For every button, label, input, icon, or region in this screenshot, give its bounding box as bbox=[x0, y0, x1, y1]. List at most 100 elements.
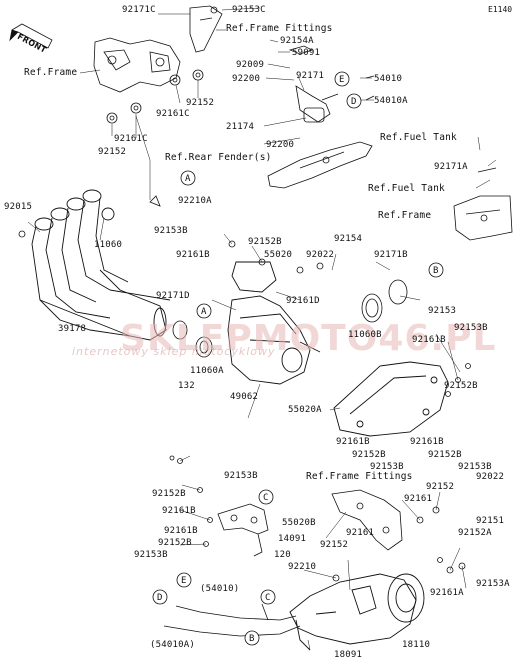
part-label: 92171B bbox=[374, 250, 408, 260]
leader-lines-lower bbox=[179, 233, 467, 651]
frame-bracket-top bbox=[93, 5, 223, 93]
part-label: 11060 bbox=[94, 240, 123, 250]
part-label: 92152 bbox=[426, 482, 455, 492]
part-label: 92152 bbox=[320, 540, 349, 550]
part-label: 92161C bbox=[156, 109, 190, 119]
bolts-and-washers bbox=[18, 230, 471, 582]
control-cables bbox=[149, 195, 301, 637]
part-label: 54010A bbox=[374, 96, 408, 106]
heat-guard bbox=[333, 361, 449, 437]
callout-circle-a-top bbox=[180, 170, 196, 186]
part-label: 55020B bbox=[282, 518, 316, 528]
part-label: 92153B bbox=[224, 471, 258, 481]
part-label: 92152B bbox=[444, 381, 478, 391]
ref-label: Ref.Frame bbox=[378, 210, 432, 221]
callout-e-low: E bbox=[181, 576, 187, 586]
frame-right bbox=[453, 167, 513, 241]
part-label: 92210A bbox=[178, 196, 212, 206]
callout-circle-d-top bbox=[346, 93, 362, 109]
part-label: 21174 bbox=[226, 122, 255, 132]
callout-circle-e-top bbox=[334, 71, 350, 87]
part-label: 92153C bbox=[232, 5, 266, 15]
part-label: 92152B bbox=[428, 450, 462, 460]
part-label: 92153B bbox=[154, 226, 188, 236]
part-label: 39178 bbox=[58, 324, 87, 334]
part-label: 92153B bbox=[134, 550, 168, 560]
callout-d-low: D bbox=[157, 593, 163, 603]
callout-b-mid: B bbox=[433, 266, 439, 276]
part-label: 92009 bbox=[236, 60, 265, 70]
callout-markers bbox=[152, 71, 444, 646]
part-label: 92153B bbox=[458, 462, 492, 472]
part-label: 92161B bbox=[176, 250, 210, 260]
callout-circle-b-mid bbox=[428, 262, 444, 278]
watermark: SKLEPMOTO46.PL bbox=[120, 318, 497, 359]
rear-fender bbox=[267, 141, 373, 189]
front-arrow-icon bbox=[9, 23, 53, 49]
part-label: 14091 bbox=[278, 534, 307, 544]
part-label: 92151 bbox=[476, 516, 505, 526]
part-label: 18110 bbox=[402, 640, 431, 650]
part-label: 92015 bbox=[4, 202, 33, 212]
part-label: 11060A bbox=[190, 366, 224, 376]
part-label: 92152B bbox=[248, 237, 282, 247]
part-label: 18091 bbox=[334, 650, 363, 660]
ref-label: Ref.Rear Fender(s) bbox=[165, 152, 272, 163]
part-label: 92171D bbox=[156, 291, 190, 301]
ref-label: Ref.Frame bbox=[24, 67, 78, 78]
ref-label: Ref.Frame Fittings bbox=[306, 471, 413, 482]
part-label: 92161C bbox=[114, 134, 148, 144]
part-label: 92152B bbox=[152, 489, 186, 499]
callout-e-top: E bbox=[339, 75, 345, 85]
bracket-lower-left bbox=[217, 503, 269, 557]
part-label: 92161B bbox=[412, 335, 446, 345]
part-label: 92171C bbox=[122, 5, 156, 15]
callout-a-mid: A bbox=[201, 307, 207, 317]
callout-c-mid: C bbox=[263, 493, 269, 503]
part-label: 92153A bbox=[476, 579, 510, 589]
part-label: 92153B bbox=[454, 323, 488, 333]
part-label: 92161D bbox=[286, 296, 320, 306]
muffler bbox=[289, 573, 425, 651]
part-label: 92022 bbox=[306, 250, 335, 260]
part-label: 55020 bbox=[264, 250, 293, 260]
part-label: 92153B bbox=[370, 462, 404, 472]
part-label: (54010A) bbox=[150, 640, 195, 650]
callout-circle-c-mid bbox=[258, 489, 274, 505]
callout-a-top: A bbox=[185, 174, 191, 184]
part-label: 92152B bbox=[352, 450, 386, 460]
part-label: 92152B bbox=[158, 538, 192, 548]
part-label: 92200 bbox=[266, 140, 295, 150]
ref-label: Ref.Fuel Tank bbox=[368, 183, 445, 194]
part-label: 11060B bbox=[348, 330, 382, 340]
callout-c-low: C bbox=[265, 593, 271, 603]
exhaust-header-pipes bbox=[31, 189, 171, 341]
part-label: 92171A bbox=[434, 162, 468, 172]
callout-circle-e-low bbox=[176, 572, 192, 588]
part-label: 92022 bbox=[476, 472, 505, 482]
callout-circle-a-mid bbox=[196, 303, 212, 319]
callout-circle-d-low bbox=[152, 589, 168, 605]
part-label: 92161 bbox=[346, 528, 375, 538]
callout-circle-b-low bbox=[244, 630, 260, 646]
part-label: 92153 bbox=[428, 306, 457, 316]
part-label: 92171 bbox=[296, 71, 325, 81]
callout-d-top: D bbox=[351, 97, 357, 107]
valve-body bbox=[227, 261, 321, 385]
part-label: 120 bbox=[274, 550, 291, 560]
part-label: 92161B bbox=[164, 526, 198, 536]
part-label: 92161B bbox=[410, 437, 444, 447]
part-label: 92161B bbox=[162, 506, 196, 516]
part-label: 92152 bbox=[98, 147, 127, 157]
part-label: 92161B bbox=[336, 437, 370, 447]
ref-label: Ref.Frame Fittings bbox=[226, 23, 333, 34]
part-label: 49062 bbox=[230, 392, 259, 402]
callout-b-low: B bbox=[249, 634, 255, 644]
part-label: (54010) bbox=[200, 584, 240, 594]
part-label: 92154A bbox=[280, 36, 314, 46]
part-label: 92154 bbox=[334, 234, 363, 244]
ref-label: Ref.Fuel Tank bbox=[380, 132, 457, 143]
part-label: 92210 bbox=[288, 562, 317, 572]
